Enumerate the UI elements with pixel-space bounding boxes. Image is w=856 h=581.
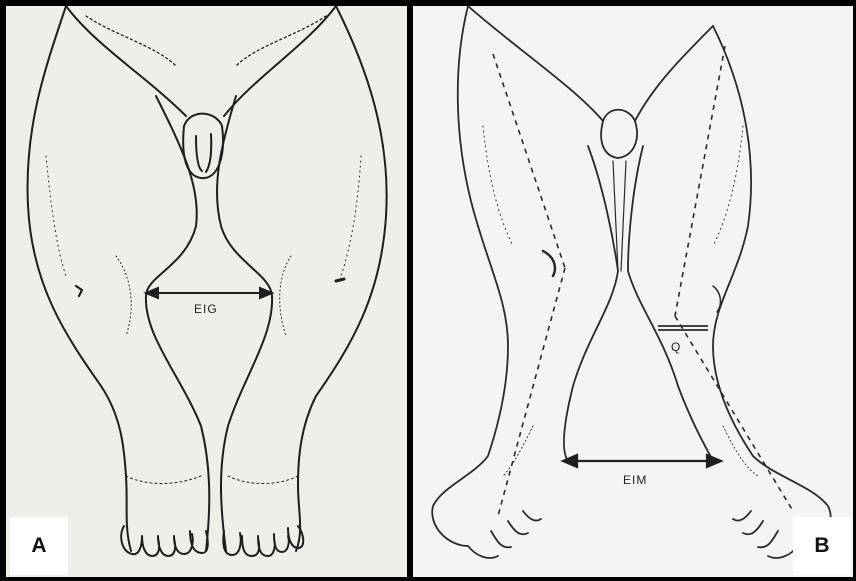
genital-outline: [183, 114, 223, 179]
eim-measurement-arrow: [563, 455, 721, 467]
eig-measurement-arrow: [146, 288, 272, 298]
right-foot-toes: [468, 511, 541, 558]
mechanical-axis-lines: [493, 46, 793, 516]
right-leg-inner-outline: [564, 146, 618, 461]
right-foot-toes: [121, 526, 208, 556]
panel-b-genu-valgum: Q EIM B: [413, 6, 853, 577]
panel-letter-a: A: [10, 517, 68, 575]
panel-a-illustration: EIG: [6, 6, 407, 577]
q-label: Q: [671, 340, 681, 354]
left-leg-inner-outline: [628, 146, 713, 461]
panel-a-genu-varum: EIG A: [6, 6, 407, 577]
eig-label: EIG: [194, 302, 218, 316]
panel-letter-b: B: [793, 517, 851, 575]
panel-b-illustration: Q EIM: [413, 6, 853, 577]
eim-label: EIM: [623, 473, 647, 487]
left-leg-outline: [713, 26, 831, 546]
left-foot-toes: [223, 526, 303, 556]
right-leg-inner-outline: [146, 96, 209, 551]
genital-outline: [601, 110, 637, 158]
left-leg-inner-outline: [217, 96, 272, 551]
right-leg-outline: [28, 6, 131, 551]
right-leg-outline: [432, 6, 508, 546]
left-foot-toes: [733, 511, 798, 558]
